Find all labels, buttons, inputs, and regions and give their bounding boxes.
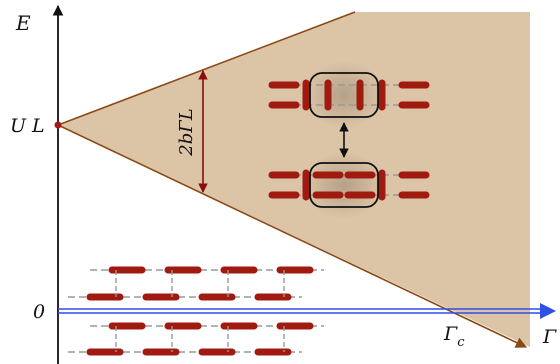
highlight-box xyxy=(309,72,379,118)
gap-label: 2bΓL xyxy=(176,108,197,156)
ul-label: U L xyxy=(10,115,45,137)
ground-state-configuration xyxy=(68,266,324,356)
gamma-c-subscript: c xyxy=(457,335,465,350)
zero-energy-arrowhead xyxy=(540,303,556,319)
ul-point xyxy=(54,121,62,129)
gamma-axis-label: Γ xyxy=(542,326,557,348)
excited-states xyxy=(268,61,430,219)
excited-chain-lower xyxy=(268,151,430,219)
energy-axis-label: E xyxy=(15,11,31,35)
upper-band-edge xyxy=(57,11,356,126)
excited-chain-upper xyxy=(268,61,430,129)
lower-band-edge xyxy=(57,124,528,348)
continuum-region xyxy=(58,12,530,347)
highlight-box xyxy=(309,162,379,208)
gamma-c-label: Γc xyxy=(443,323,465,350)
highlight-glow xyxy=(304,151,384,219)
zero-label: 0 xyxy=(33,301,45,323)
gamma-c-symbol: Γ xyxy=(443,323,458,345)
highlight-glow xyxy=(304,61,384,129)
